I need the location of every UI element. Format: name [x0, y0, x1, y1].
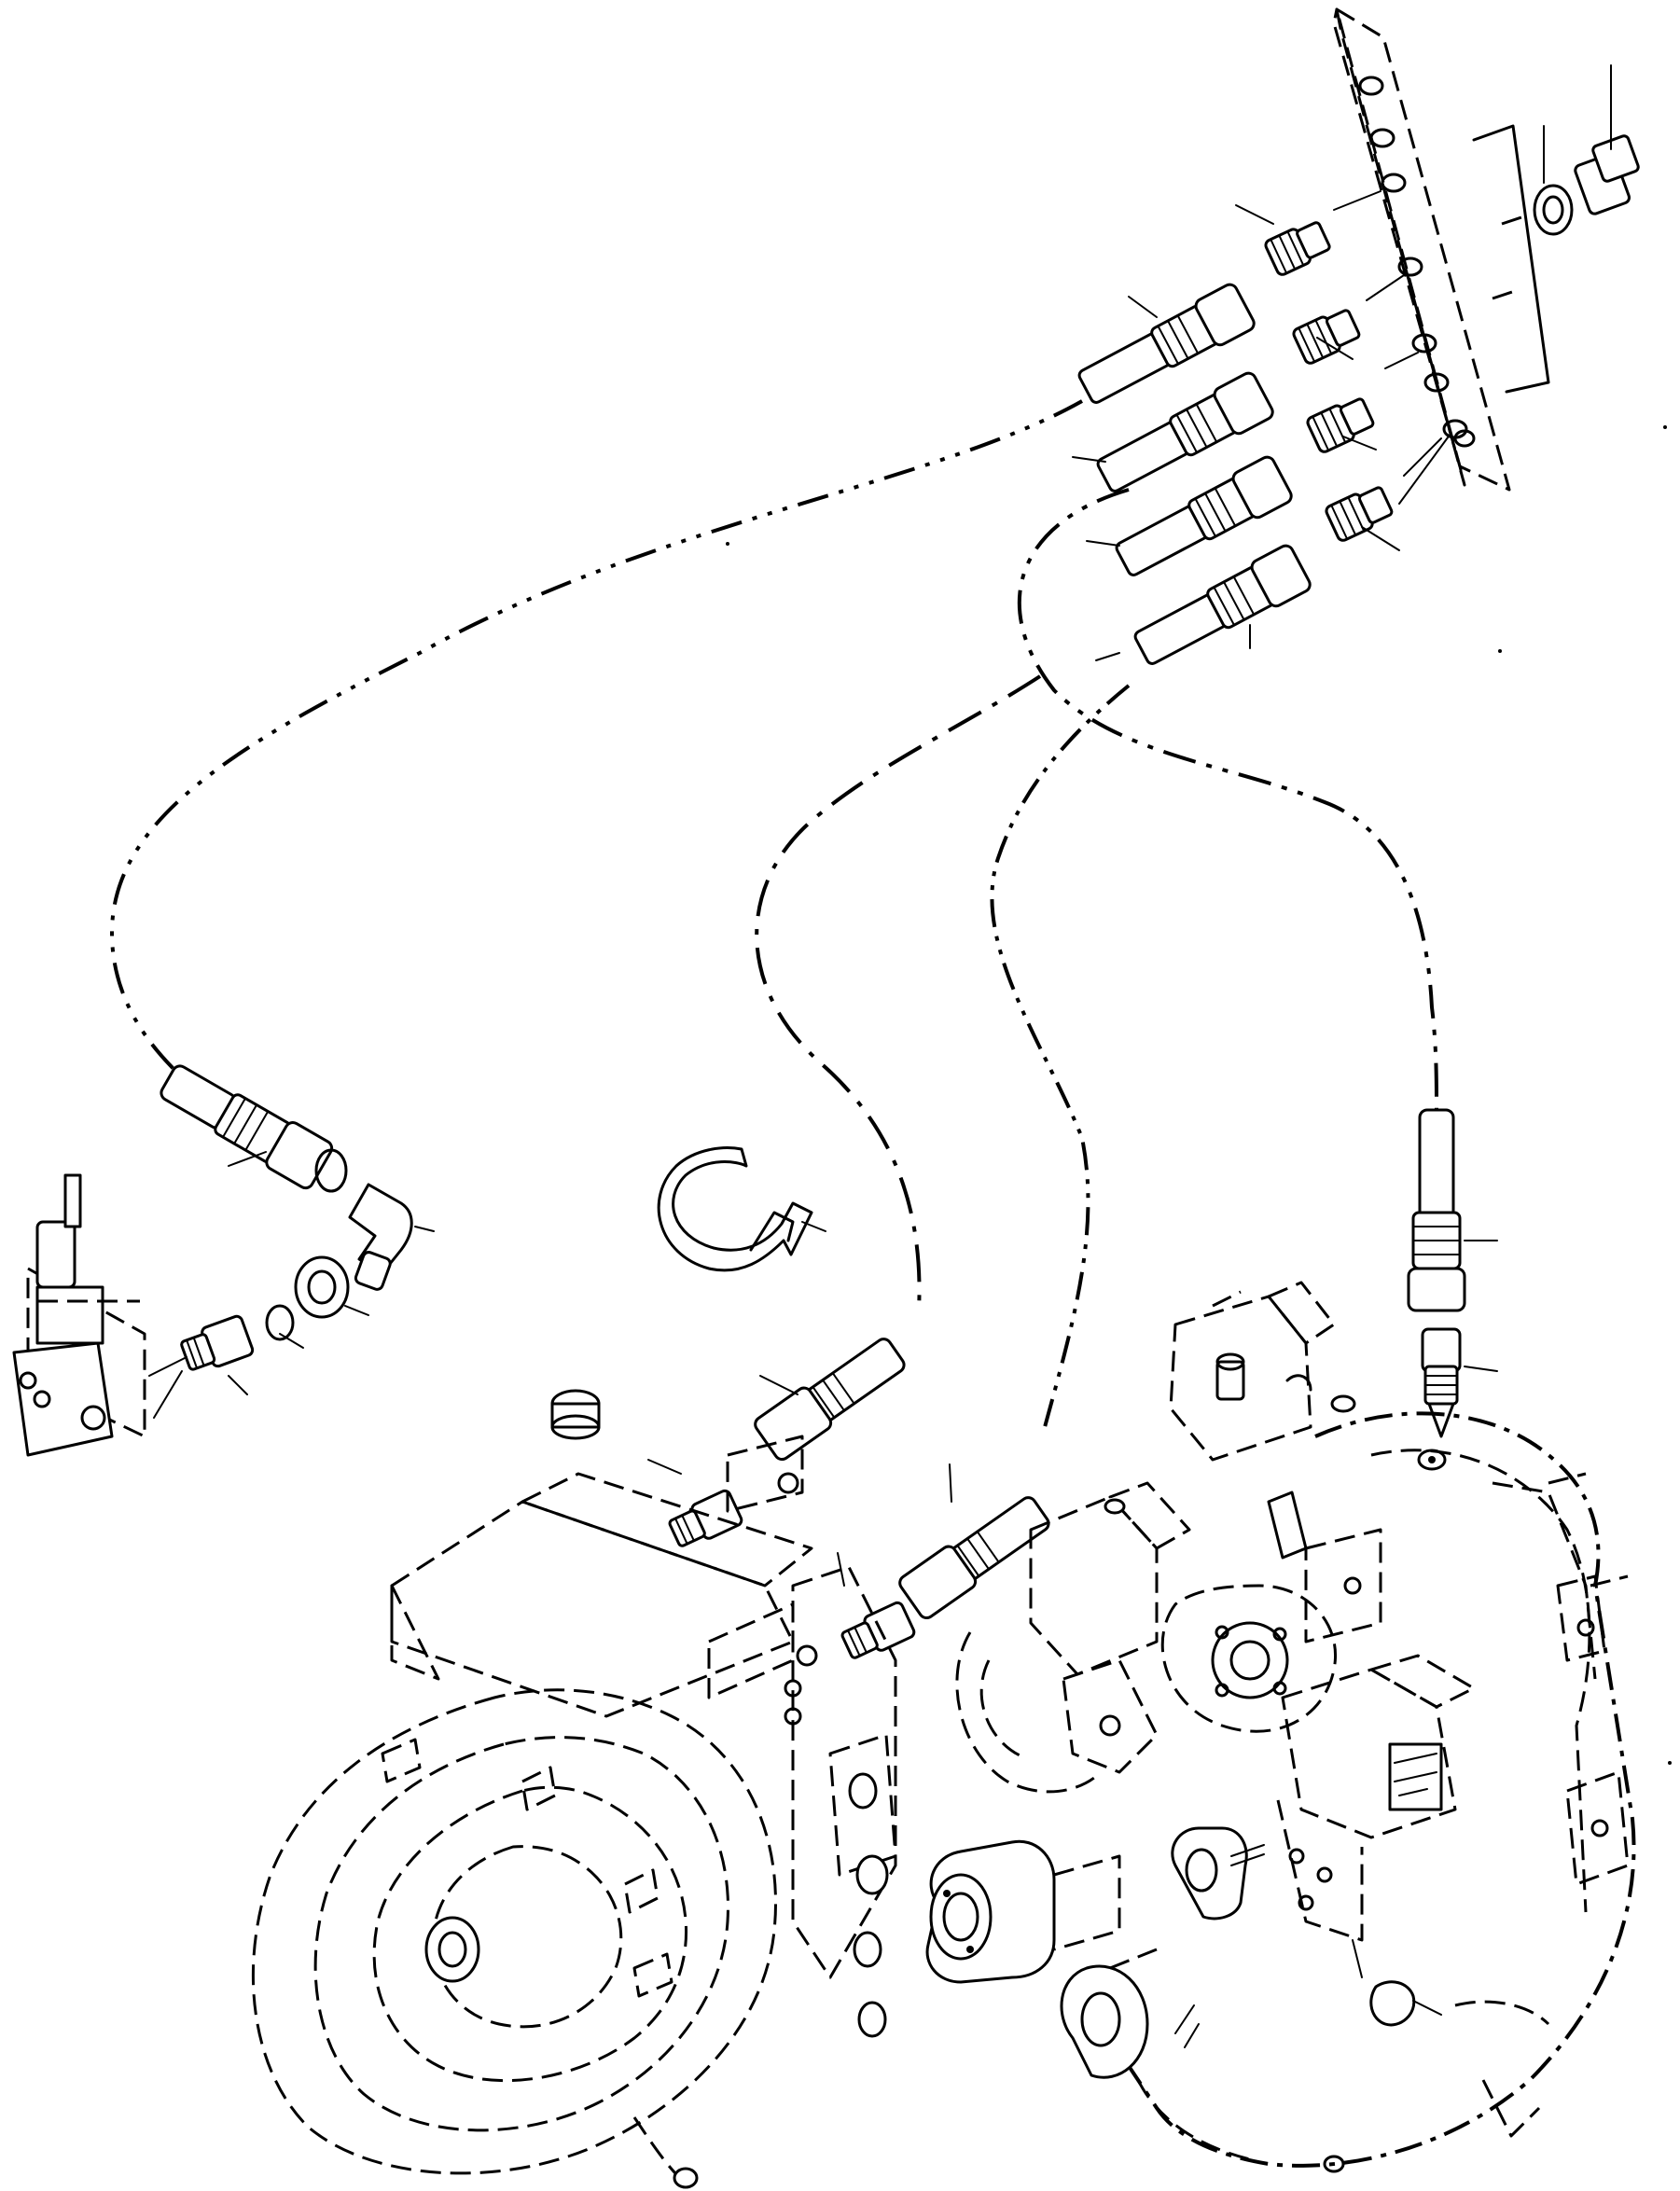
hole-leaders: [1333, 190, 1451, 505]
adapters-upper: [1235, 204, 1400, 551]
hose-clamp: [657, 1146, 826, 1272]
left-valve: [12, 1173, 146, 1457]
pump-housing-left: [251, 1389, 897, 2189]
mounting-plate: [1332, 7, 1550, 492]
hose-ends-upper: [1072, 283, 1312, 665]
center-hose-ends: [647, 1338, 1050, 1659]
left-hose-assembly: [148, 1064, 435, 1419]
hose-routes: [109, 399, 1438, 1428]
right-hose-end: [1407, 1108, 1498, 1438]
plug-and-washer: [1533, 64, 1640, 236]
transmission-housing-right: [925, 1281, 1636, 2173]
specks: [726, 425, 1672, 1765]
